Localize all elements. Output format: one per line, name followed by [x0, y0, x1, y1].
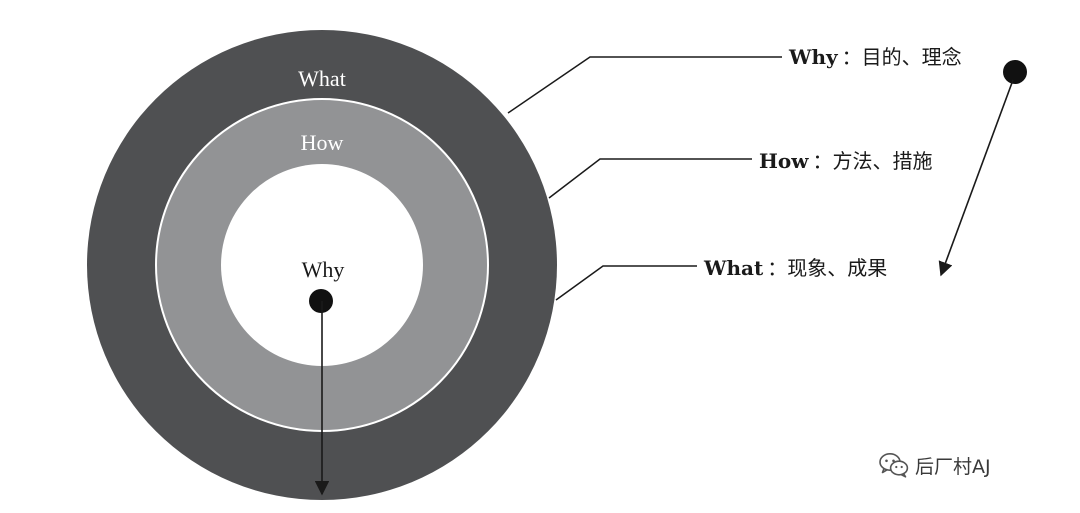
- center-dot: [309, 289, 333, 313]
- watermark: 后厂村AJ: [879, 450, 991, 480]
- how-leader-line: [548, 158, 752, 199]
- why-callout-desc: 目的、理念: [862, 45, 962, 69]
- outer-ring-label: What: [298, 66, 346, 91]
- wechat-icon: [879, 453, 909, 478]
- what-callout-desc: 现象、成果: [787, 256, 887, 280]
- what-callout-term: What: [703, 256, 764, 280]
- inner-core-why: [221, 164, 423, 366]
- inner-core-label: Why: [302, 257, 345, 282]
- why-callout-separator: ：: [842, 45, 862, 69]
- what-leader-line: [555, 265, 697, 301]
- why-leader-line: [507, 56, 782, 114]
- diagonal-arrow: [938, 79, 1014, 277]
- why-callout-term: Why: [788, 45, 839, 69]
- what-callout: What：现象、成果: [703, 256, 887, 280]
- right-dot: [1003, 60, 1027, 84]
- how-callout: How：方法、措施: [759, 149, 932, 173]
- how-callout-separator: ：: [812, 149, 832, 173]
- how-callout-desc: 方法、措施: [832, 149, 932, 173]
- middle-ring-label: How: [301, 130, 344, 155]
- how-callout-term: How: [759, 149, 809, 173]
- what-callout-separator: ：: [767, 256, 787, 280]
- why-callout: Why：目的、理念: [788, 45, 962, 69]
- watermark-text: 后厂村AJ: [915, 455, 991, 478]
